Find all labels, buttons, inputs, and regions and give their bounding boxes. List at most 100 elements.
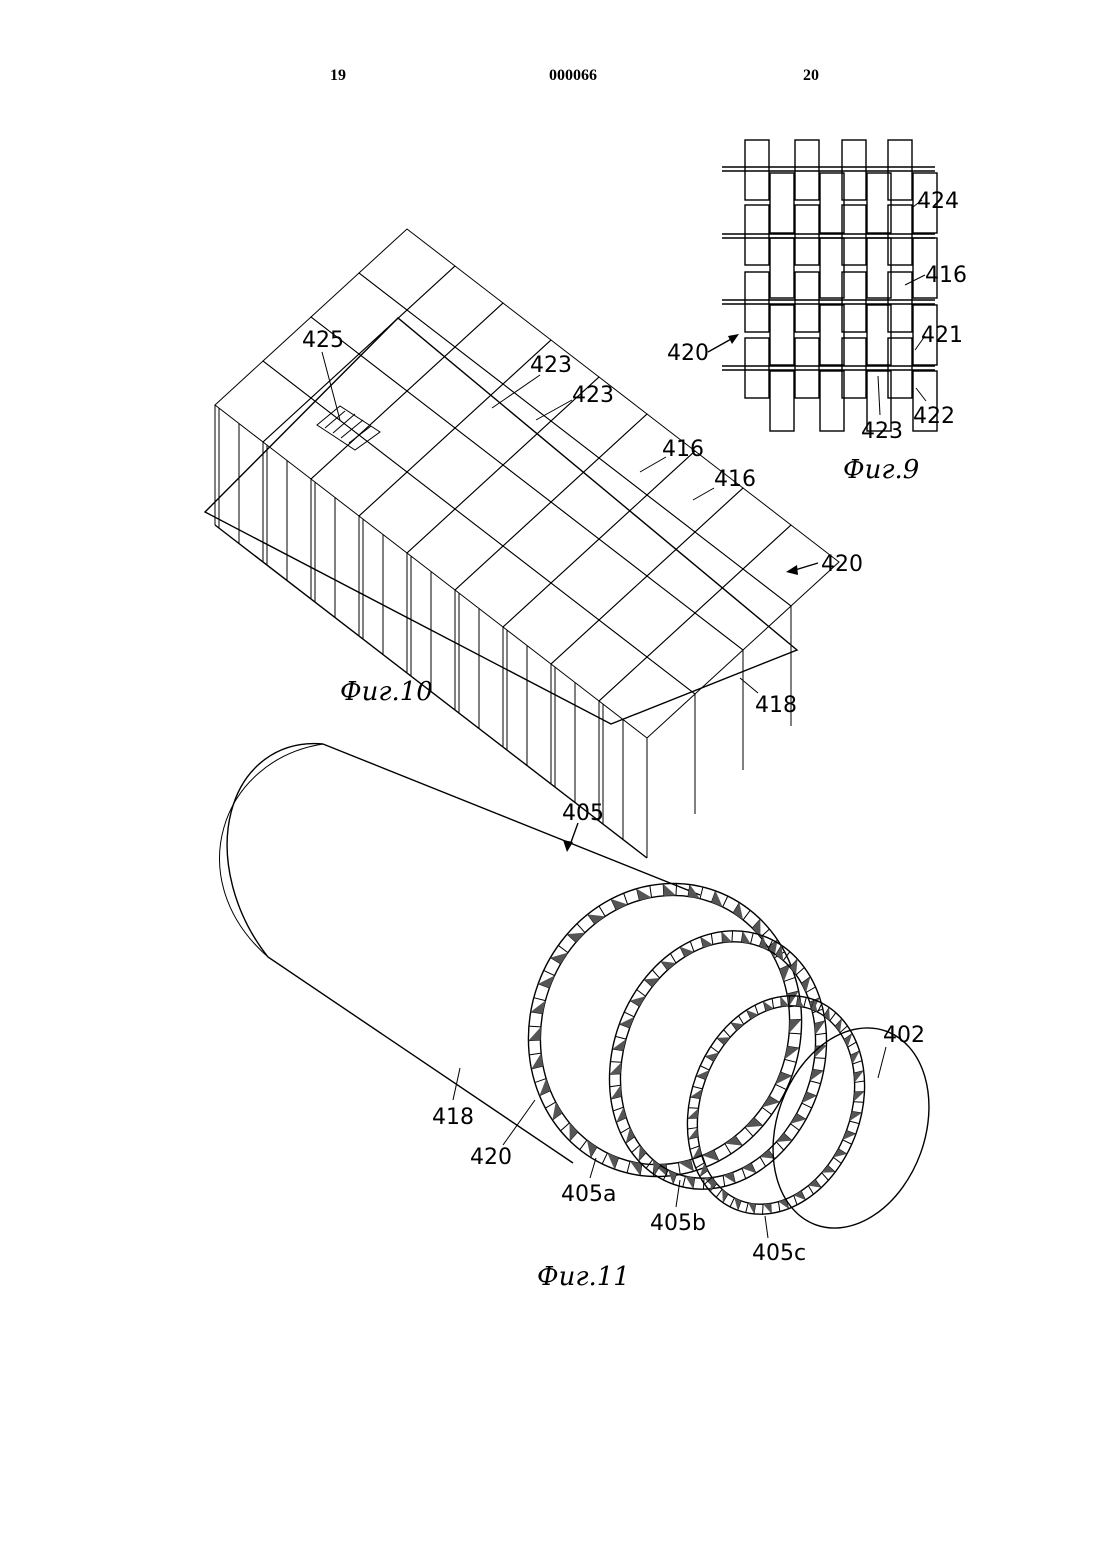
ring-tooth bbox=[602, 1153, 607, 1164]
label-418: 418 bbox=[755, 693, 797, 718]
ring-tooth bbox=[760, 1157, 766, 1166]
ring-tooth bbox=[529, 1053, 541, 1055]
ring-tooth bbox=[610, 1085, 621, 1087]
ring-tooth bbox=[732, 931, 733, 942]
honeycomb-cell-top bbox=[359, 391, 455, 472]
ring-tooth bbox=[796, 968, 804, 975]
honeycomb-cell-top bbox=[599, 495, 695, 576]
ring-tooth bbox=[716, 1189, 722, 1197]
lattice-cell bbox=[745, 272, 769, 332]
ring-inner bbox=[671, 983, 882, 1226]
ring-tooth bbox=[545, 1102, 555, 1108]
lattice-cell bbox=[770, 173, 794, 233]
ring-tooth bbox=[615, 1036, 626, 1039]
lattice-cell bbox=[842, 140, 866, 200]
label-420: 420 bbox=[821, 552, 863, 577]
honeycomb-cell-top bbox=[407, 266, 503, 347]
figure-10-caption: Фиг.10 bbox=[340, 677, 433, 707]
label-405a: 405a bbox=[561, 1182, 616, 1207]
figure-11-cylinder: 405 402 418 420 405a 405b 405c Фиг.11 bbox=[220, 744, 956, 1292]
ring-tooth bbox=[776, 1142, 783, 1150]
ring-tooth bbox=[535, 1079, 546, 1083]
ring-tooth bbox=[778, 1202, 779, 1212]
ring-tooth bbox=[762, 1107, 772, 1114]
lattice-cell bbox=[770, 238, 794, 298]
ring-tooth bbox=[688, 1108, 698, 1109]
label-425: 425 bbox=[302, 328, 344, 353]
ring-tooth bbox=[711, 934, 713, 945]
label-423-upper: 423 bbox=[530, 353, 572, 378]
honeycomb-cell-top bbox=[407, 347, 503, 428]
honeycomb-cell-top bbox=[407, 509, 503, 590]
ring-tooth bbox=[755, 1005, 758, 1014]
ring-tooth bbox=[613, 1107, 623, 1111]
honeycomb-cell-top bbox=[359, 472, 455, 553]
ring-tooth bbox=[580, 1140, 587, 1150]
lattice-cells bbox=[745, 140, 937, 431]
ring-tooth-shade bbox=[733, 903, 743, 920]
ring-tooth bbox=[763, 1204, 764, 1214]
label-423-lower: 423 bbox=[572, 383, 614, 408]
honeycomb-cell-top bbox=[551, 458, 647, 539]
ring-tooth bbox=[810, 1081, 821, 1084]
honeycomb-cell-top bbox=[551, 620, 647, 701]
ring-tooth-shade bbox=[588, 914, 606, 924]
ring-tooth-shade bbox=[528, 1027, 540, 1041]
label-405b: 405b bbox=[650, 1211, 706, 1236]
ring-tooth bbox=[577, 924, 585, 933]
ring-tooth bbox=[678, 1163, 680, 1175]
lattice-bars bbox=[722, 167, 935, 370]
honeycomb-cell-top bbox=[647, 532, 743, 613]
ring-tooth-shade bbox=[610, 1062, 622, 1074]
ring-tooth bbox=[833, 1157, 841, 1163]
ring-tooth bbox=[808, 1186, 813, 1195]
honeycomb-cell-top bbox=[647, 613, 743, 694]
honeycomb-cell-top bbox=[359, 229, 455, 310]
label-423: 423 bbox=[861, 419, 903, 444]
ring-tooth bbox=[624, 893, 628, 904]
ring-tooth bbox=[599, 906, 605, 916]
honeycomb-cell-top bbox=[551, 539, 647, 620]
honeycomb-cell-top bbox=[407, 428, 503, 509]
figure-11-caption: Фиг.11 bbox=[537, 1262, 630, 1292]
ring-tooth-shade bbox=[540, 1079, 551, 1096]
ring-tooth bbox=[785, 1059, 797, 1062]
ring-tooth-shade bbox=[567, 933, 585, 943]
ring-tooth bbox=[650, 886, 652, 898]
label-421: 421 bbox=[921, 323, 963, 348]
lattice-cell bbox=[795, 338, 819, 398]
label-416-lower: 416 bbox=[714, 467, 756, 492]
label-422: 422 bbox=[913, 404, 955, 429]
label-402: 402 bbox=[883, 1023, 925, 1048]
ring-tooth bbox=[723, 1175, 725, 1186]
ring-outer bbox=[574, 900, 862, 1220]
ring-tooth bbox=[743, 910, 750, 920]
honeycomb-cell-top bbox=[455, 384, 551, 465]
ring-tooth bbox=[794, 1195, 797, 1204]
ring-tooth bbox=[746, 1203, 748, 1213]
ring-tooth bbox=[624, 1012, 634, 1017]
figure-10-honeycomb-block: 425 423 423 416 416 420 418 Фиг.10 bbox=[205, 229, 863, 858]
ring-tooth-shade bbox=[569, 1123, 577, 1141]
ring-tooth bbox=[723, 896, 728, 907]
honeycomb-cell-top bbox=[455, 465, 551, 546]
ring-tooth-shade bbox=[587, 1140, 597, 1157]
ring-tooth bbox=[529, 1026, 541, 1027]
ring-tooth-shade bbox=[663, 884, 676, 896]
ring-tooth bbox=[693, 1086, 703, 1088]
lattice-cell bbox=[842, 205, 866, 265]
ring-tooth bbox=[670, 954, 676, 963]
lattice-cell bbox=[745, 140, 769, 200]
honeycomb-cell-top bbox=[695, 569, 791, 650]
honeycomb-cell-top bbox=[503, 583, 599, 664]
ring-tooth-shade bbox=[776, 1133, 791, 1142]
ring-tooth bbox=[830, 1013, 836, 1021]
label-424: 424 bbox=[917, 189, 959, 214]
ring-tooth bbox=[789, 996, 790, 1006]
ring-tooth bbox=[730, 1198, 734, 1207]
ring-tooth bbox=[818, 1003, 822, 1012]
ring-tooth-shade bbox=[789, 1019, 801, 1033]
ring-tooth bbox=[772, 998, 773, 1008]
